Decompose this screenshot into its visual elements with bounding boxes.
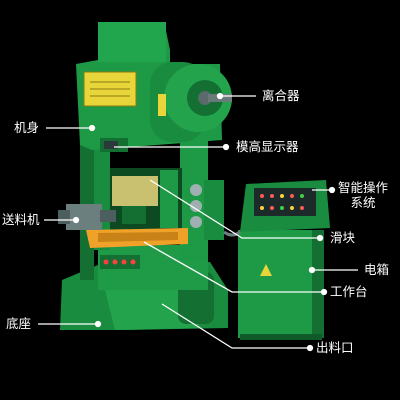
- button-1: [103, 259, 109, 265]
- machine-base-front: [105, 290, 200, 330]
- leader-slider: [149, 179, 320, 239]
- warning-sign: [260, 264, 272, 276]
- button-2: [112, 259, 118, 265]
- side-box: [204, 180, 224, 240]
- cable: [223, 230, 241, 237]
- label-worktable: 工作台: [330, 284, 368, 299]
- cabinet-body: [238, 230, 324, 338]
- label-base: 底座: [6, 316, 32, 331]
- gauge-3: [190, 216, 202, 228]
- label-slider: 滑块: [330, 230, 356, 245]
- label-electric-box: 电箱: [364, 262, 390, 277]
- slider: [112, 176, 158, 206]
- cabinet-side: [312, 230, 324, 338]
- button-3: [121, 259, 127, 265]
- label-smart-control: 智能操作 系统: [338, 180, 389, 210]
- label-clutch: 离合器: [262, 88, 300, 103]
- leader-worktable: [143, 241, 324, 293]
- crown-top: [98, 22, 166, 62]
- slider-guide: [160, 170, 178, 228]
- label-feeder: 送料机: [2, 212, 40, 227]
- leader-discharge: [161, 303, 310, 349]
- label-die-height-display: 模高显示器: [236, 139, 299, 154]
- button-panel: [100, 255, 140, 269]
- button-4: [130, 259, 136, 265]
- gauge-1: [190, 184, 202, 196]
- feeder: [66, 204, 102, 230]
- label-frame: 机身: [14, 120, 40, 135]
- label-discharge-port: 出料口: [316, 340, 354, 355]
- cabinet-base: [240, 334, 322, 340]
- gauge-2: [190, 200, 202, 212]
- control-screen: [254, 188, 316, 216]
